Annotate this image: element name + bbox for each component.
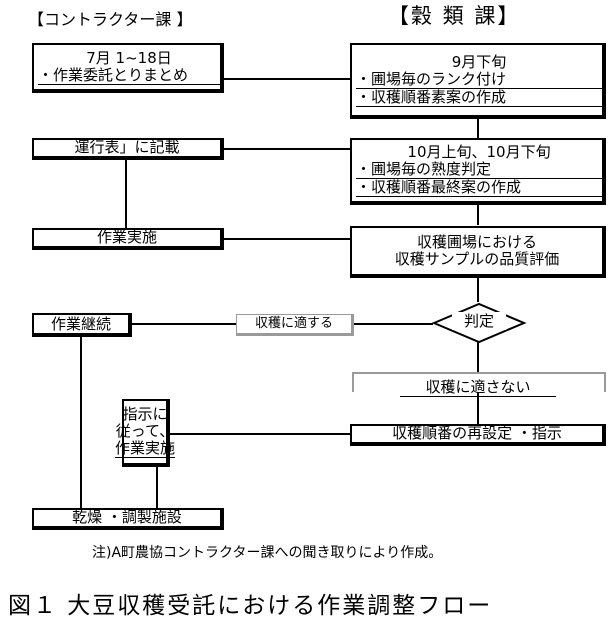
not-suitable-bracket-left [352, 372, 354, 392]
maturity-task: ・圃場毎の熟度判定 [356, 161, 602, 179]
draft-order-task: ・収穫順番素案の作成 [356, 88, 602, 107]
connector-r1-r2 [477, 117, 479, 139]
connector-l4-l6 [80, 336, 82, 510]
consignment-period: 7月 1~18日 [86, 48, 172, 67]
connector-l5-l6 [156, 466, 158, 510]
drying-facility-label: 乾燥 ・調製施設 [52, 509, 202, 527]
not-suitable-bracket-right [604, 372, 606, 392]
connector-decision-down [477, 342, 479, 372]
grain-section-heading: 【穀 類 課】 [388, 4, 521, 28]
ranking-task: ・圃場毎のランク付け [356, 70, 602, 89]
work-consignment-box: 7月 1~18日 ・作業委託とりまとめ [32, 43, 224, 93]
work-execution-label: 作業実施 [72, 229, 182, 247]
connector-r3-decision [477, 276, 479, 302]
connector-l2-r2 [222, 148, 352, 150]
instruction-line-1: 指示に [122, 405, 168, 423]
connector-l1-r1 [222, 78, 352, 80]
reset-order-box: 収穫順番の再設定 ・指示 [350, 424, 606, 446]
quality-evaluation-line-1: 収穫圃場における [416, 233, 537, 251]
drying-facility-box: 乾燥 ・調製施設 [32, 508, 224, 530]
connector-notsuitable-reset [477, 392, 479, 424]
instruction-line-2: 従って、 [115, 422, 175, 440]
final-order-task: ・収穫順番最終案の作成 [356, 179, 602, 197]
contractor-section-heading: 【コントラクター課 】 [28, 10, 193, 29]
schedule-record-label: 運行表」に記載 [52, 139, 202, 157]
instruction-line-3: 作業実施 [115, 439, 176, 458]
quality-evaluation-box: 収穫圃場における 収穫サンプルの品質評価 [350, 226, 606, 278]
maturity-box: 10月上旬、10月下旬 ・圃場毎の熟度判定 ・収穫順番最終案の作成 [350, 138, 606, 205]
source-note: 注)A町農協コントラクター課への聞き取りにより作成。 [92, 545, 443, 561]
work-execution-box: 作業実施 [32, 228, 224, 250]
not-suitable-bracket-top [352, 372, 606, 374]
work-continue-box: 作業継続 [32, 313, 132, 337]
reset-order-label: 収穫順番の再設定 ・指示 [359, 425, 595, 443]
connector-l3-r3 [222, 238, 352, 240]
connector-l2-l3 [125, 158, 127, 228]
schedule-record-box: 運行表」に記載 [32, 138, 224, 160]
work-continue-label: 作業継続 [50, 314, 111, 333]
connector-l5-reset [166, 433, 352, 435]
ranking-period: 9月下旬 [451, 52, 507, 71]
ranking-box: 9月下旬 ・圃場毎のランク付け ・収穫順番素案の作成 [350, 43, 606, 119]
maturity-period: 10月上旬、10月下旬 [407, 143, 551, 161]
figure-caption: 図１ 大豆収穫受託における作業調整フロー [8, 593, 493, 619]
connector-r2-r3 [477, 203, 479, 225]
consignment-task: ・作業委託とりまとめ [38, 66, 220, 85]
not-suitable-label: 収穫に適さない [400, 378, 556, 397]
quality-evaluation-line-2: 収穫サンプルの品質評価 [394, 250, 560, 268]
follow-instruction-execute: 指示に 従って、 作業実施 [115, 399, 176, 467]
decision-label: 判定 [452, 312, 506, 330]
suitable-label: 収穫に適する [236, 314, 354, 336]
